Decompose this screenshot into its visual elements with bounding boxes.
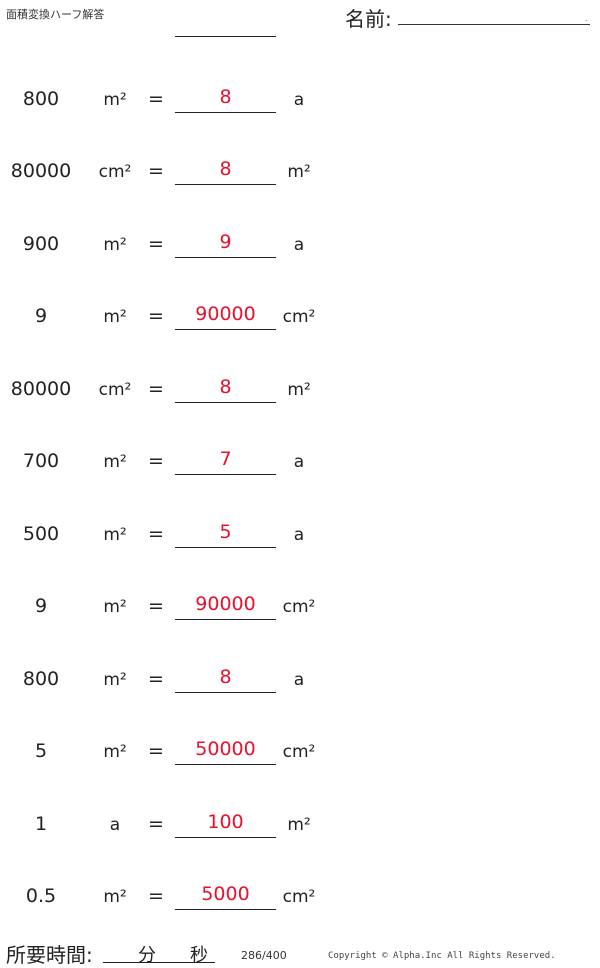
problem-row: 700 m² = 7 a <box>0 442 600 482</box>
problem-row: 80000 cm² = 8 m² <box>0 152 600 192</box>
answer-field[interactable]: 8 <box>175 664 276 693</box>
problem-from-unit: cm² <box>98 162 132 182</box>
problem-from-unit: m² <box>103 90 127 110</box>
time-field-line[interactable] <box>103 962 215 963</box>
problem-to-unit: cm² <box>282 742 316 762</box>
time-label: 所要時間: <box>6 943 93 967</box>
answer-field[interactable]: 5 <box>175 519 276 548</box>
name-field-line[interactable] <box>398 24 590 25</box>
equals-sign: = <box>148 378 164 400</box>
problem-row: 80000 cm² = 8 m² <box>0 370 600 410</box>
problem-to-unit: a <box>293 90 305 110</box>
answer-field[interactable]: 8 <box>175 156 276 185</box>
answer-value: 90000 <box>195 303 256 325</box>
problem-value: 9 <box>34 595 48 617</box>
problem-value: 700 <box>22 450 60 472</box>
problem-row: 1 a = 100 m² <box>0 805 600 845</box>
worksheet-title: 面積変換ハーフ解答 <box>6 8 105 21</box>
answer-value: 8 <box>219 158 232 180</box>
problem-value: 900 <box>22 233 60 255</box>
problem-from-unit: m² <box>103 235 127 255</box>
copyright-notice: Copyright © Alpha.Inc All Rights Reserve… <box>328 951 556 961</box>
problem-row: 9 m² = 90000 cm² <box>0 587 600 627</box>
minutes-label: 分 <box>138 945 156 966</box>
problem-value: 800 <box>22 668 60 690</box>
problem-from-unit: m² <box>103 525 127 545</box>
answer-field[interactable]: 9 <box>175 229 276 258</box>
problem-from-unit: cm² <box>98 380 132 400</box>
answer-field[interactable]: 50000 <box>175 736 276 765</box>
problem-value: 0.5 <box>25 885 57 907</box>
answer-value: 100 <box>207 811 244 833</box>
equals-sign: = <box>148 740 164 762</box>
problem-to-unit: cm² <box>282 597 316 617</box>
answer-value: 5000 <box>201 883 250 905</box>
problem-to-unit: cm² <box>282 887 316 907</box>
problem-to-unit: a <box>293 670 305 690</box>
answer-value: 50000 <box>195 738 256 760</box>
answer-value: 8 <box>219 666 232 688</box>
problem-to-unit: m² <box>287 162 311 182</box>
page-number: 286/400 <box>241 949 287 962</box>
problem-from-unit: a <box>109 815 121 835</box>
answer-field[interactable]: 90000 <box>175 591 276 620</box>
equals-sign: = <box>148 233 164 255</box>
answer-field[interactable]: 8 <box>175 84 276 113</box>
answer-field[interactable]: 5000 <box>175 881 276 910</box>
answer-value: 8 <box>219 376 232 398</box>
problem-value: 1 <box>34 813 48 835</box>
equals-sign: = <box>148 160 164 182</box>
problem-value: 9 <box>34 305 48 327</box>
problem-value: 5 <box>34 740 48 762</box>
problem-from-unit: m² <box>103 452 127 472</box>
equals-sign: = <box>148 88 164 110</box>
problem-row: 800 m² = 8 a <box>0 80 600 120</box>
header-underline <box>175 36 276 37</box>
problem-row: 5 m² = 50000 cm² <box>0 732 600 772</box>
problem-value: 500 <box>22 523 60 545</box>
answer-field[interactable]: 90000 <box>175 301 276 330</box>
problem-from-unit: m² <box>103 597 127 617</box>
name-label: 名前: <box>345 7 392 31</box>
problem-to-unit: a <box>293 235 305 255</box>
answer-field[interactable]: 7 <box>175 446 276 475</box>
problem-row: 9 m² = 90000 cm² <box>0 297 600 337</box>
answer-value: 7 <box>219 448 232 470</box>
answer-value: 8 <box>219 86 232 108</box>
equals-sign: = <box>148 305 164 327</box>
answer-field[interactable]: 100 <box>175 809 276 838</box>
problem-value: 80000 <box>10 378 72 400</box>
problem-row: 500 m² = 5 a <box>0 515 600 555</box>
problem-from-unit: m² <box>103 742 127 762</box>
answer-value: 5 <box>219 521 232 543</box>
equals-sign: = <box>148 523 164 545</box>
equals-sign: = <box>148 813 164 835</box>
answer-value: 90000 <box>195 593 256 615</box>
answer-field[interactable]: 8 <box>175 374 276 403</box>
problem-from-unit: m² <box>103 307 127 327</box>
problem-to-unit: a <box>293 452 305 472</box>
problem-row: 800 m² = 8 a <box>0 660 600 700</box>
problem-from-unit: m² <box>103 670 127 690</box>
seconds-label: 秒 <box>190 945 208 966</box>
problem-to-unit: a <box>293 525 305 545</box>
name-line-dot: . <box>585 14 588 23</box>
problem-to-unit: m² <box>287 380 311 400</box>
equals-sign: = <box>148 885 164 907</box>
equals-sign: = <box>148 450 164 472</box>
problem-from-unit: m² <box>103 887 127 907</box>
problem-value: 80000 <box>10 160 72 182</box>
answer-value: 9 <box>219 231 232 253</box>
problem-to-unit: m² <box>287 815 311 835</box>
problem-value: 800 <box>22 88 60 110</box>
problem-to-unit: cm² <box>282 307 316 327</box>
equals-sign: = <box>148 668 164 690</box>
problem-row: 900 m² = 9 a <box>0 225 600 265</box>
problem-row: 0.5 m² = 5000 cm² <box>0 877 600 917</box>
equals-sign: = <box>148 595 164 617</box>
